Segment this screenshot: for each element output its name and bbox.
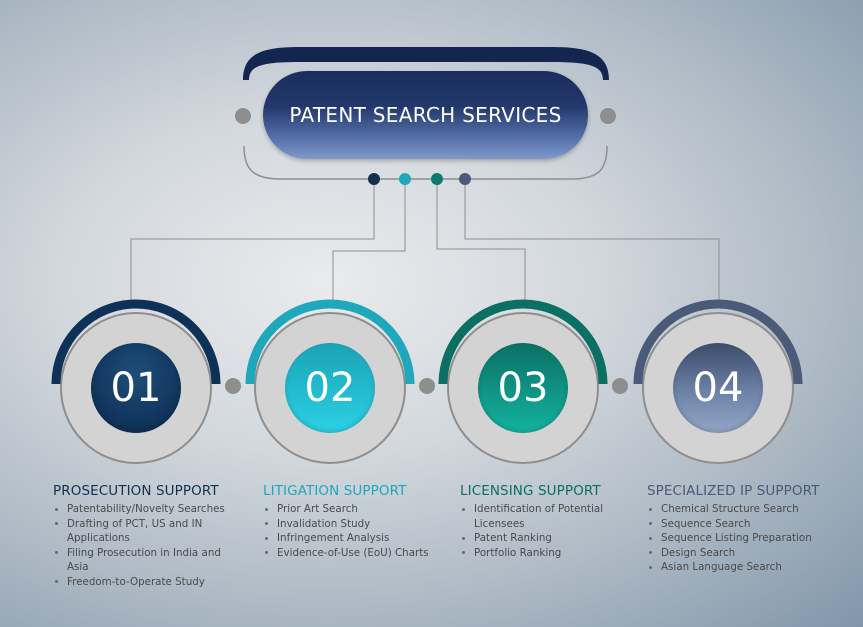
list-item: Patent Ranking: [460, 531, 630, 546]
list-item-text: Portfolio Ranking: [474, 546, 562, 559]
list-item: Drafting of PCT, US and IN Applications: [53, 517, 238, 546]
connector-lines: [130, 180, 720, 305]
list-item-text: Applications: [67, 532, 130, 544]
title-right-dot: [600, 108, 616, 124]
title-bottom-bracket: [243, 145, 608, 180]
list-item-text: Design Search: [661, 546, 736, 559]
title-banner: PATENT SEARCH SERVICES: [263, 71, 588, 159]
list-item-text: Patent Ranking: [474, 532, 552, 544]
list-item: Asian Language Search: [647, 560, 847, 575]
step-number-01: 01: [91, 343, 181, 433]
section-specialized: SPECIALIZED IP SUPPORT Chemical Structur…: [647, 483, 847, 575]
connector-02: [332, 180, 406, 305]
separator-dot-1: [225, 378, 241, 394]
list-item-text: Freedom-to-Operate Study: [67, 575, 205, 588]
section-heading: PROSECUTION SUPPORT: [53, 483, 219, 499]
list-item-text: Invalidation Study: [277, 517, 371, 530]
step-number-02: 02: [285, 343, 375, 433]
list-item: Prior Art Search: [263, 502, 443, 517]
list-item: Invalidation Study: [263, 517, 443, 532]
step-number-04: 04: [673, 343, 763, 433]
list-item-text: Asia: [67, 561, 89, 573]
title-left-dot: [235, 108, 251, 124]
list-item: Portfolio Ranking: [460, 546, 630, 561]
connector-01: [130, 180, 375, 305]
separator-dot-2: [419, 378, 435, 394]
list-item: Design Search: [647, 546, 847, 561]
list-item: Patentability/Novelty Searches: [53, 502, 238, 517]
list-item: Chemical Structure Search: [647, 502, 847, 517]
section-heading: SPECIALIZED IP SUPPORT: [647, 483, 820, 499]
list-item-text: Licensees: [474, 517, 525, 530]
list-item-text: Filing Prosecution in India and: [67, 546, 221, 559]
connector-dot-04: [459, 173, 471, 185]
list-item: Sequence Listing Preparation: [647, 531, 847, 546]
list-item-text: Identification of Potential: [474, 503, 604, 515]
connector-dot-02: [399, 173, 411, 185]
list-item: Infringement Analysis: [263, 531, 443, 546]
list-item-text: Chemical Structure Search: [661, 503, 799, 515]
connector-04: [464, 180, 720, 305]
connector-dot-03: [431, 173, 443, 185]
list-item-text: Sequence Search: [661, 517, 751, 530]
list-item-text: Prior Art Search: [277, 503, 358, 515]
connector-03: [436, 180, 526, 305]
section-licensing: LICENSING SUPPORT Identification of Pote…: [460, 483, 630, 560]
list-item: Freedom-to-Operate Study: [53, 575, 238, 590]
list-item-text: Drafting of PCT, US and IN: [67, 517, 203, 530]
section-prosecution: PROSECUTION SUPPORT Patentability/Novelt…: [53, 483, 238, 589]
list-item-text: Infringement Analysis: [277, 532, 390, 544]
list-item-text: Patentability/Novelty Searches: [67, 503, 225, 515]
list-item-text: Sequence Listing Preparation: [661, 532, 812, 544]
list-item-text: Evidence-of-Use (EoU) Charts: [277, 546, 429, 559]
section-heading: LICENSING SUPPORT: [460, 483, 601, 499]
step-number-03: 03: [478, 343, 568, 433]
page-title: PATENT SEARCH SERVICES: [289, 103, 562, 127]
list-item: Sequence Search: [647, 517, 847, 532]
list-item: Evidence-of-Use (EoU) Charts: [263, 546, 443, 561]
list-item-text: Asian Language Search: [661, 561, 782, 573]
connector-dot-01: [368, 173, 380, 185]
title-top-arc: [243, 47, 609, 80]
section-heading: LITIGATION SUPPORT: [263, 483, 407, 499]
separator-dot-3: [612, 378, 628, 394]
